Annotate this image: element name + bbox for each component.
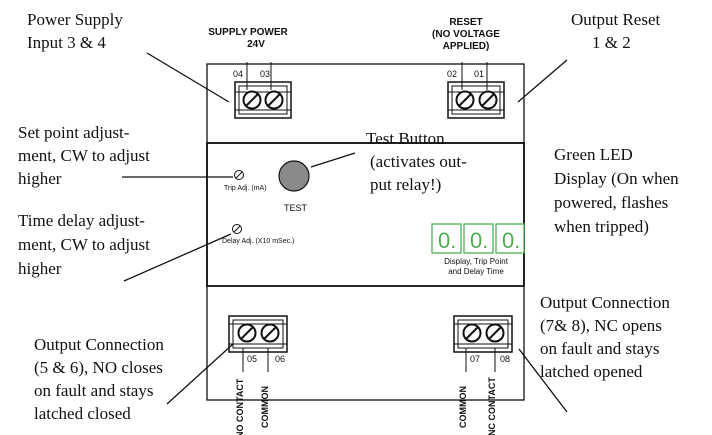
reset-header: RESET [449,17,482,28]
svg-text:latched closed: latched closed [34,404,131,423]
svg-text:higher: higher [18,259,62,278]
common-left-label: COMMON [260,386,270,428]
led-digit-box [463,223,494,254]
callout-output-reset: Output Reset 1 & 2 [571,10,661,52]
svg-text:Input 3 & 4: Input 3 & 4 [27,33,106,52]
terminal-08-label: 08 [500,354,510,364]
svg-text:higher: higher [18,169,62,188]
delay-adj-label: Delay Adj. (X10 mSec.) [222,238,294,245]
nc-contact-label: NC CONTACT [487,377,497,435]
trip-adj-potentiometer-icon[interactable] [234,170,244,180]
svg-text:(activates out-: (activates out- [370,152,467,171]
common-right-label: COMMON [458,386,468,428]
svg-text:Output Connection: Output Connection [540,293,670,312]
svg-text:ment, CW to adjust: ment, CW to adjust [18,146,150,165]
terminal-05-label: 05 [247,354,257,364]
led-digit-box [495,223,525,254]
svg-text:Output Reset: Output Reset [571,10,661,29]
svg-text:Output Connection: Output Connection [34,335,164,354]
led-digit: 0. [470,228,488,253]
delay-adj-potentiometer-icon[interactable] [232,224,242,234]
led-digit-box [431,223,462,254]
test-button-label: TEST [284,203,308,213]
callout-time-delay: Time delay adjust- ment, CW to adjust hi… [18,211,150,278]
callout-power-supply: Power Supply Input 3 & 4 [27,10,123,52]
terminal-block-reset [447,62,505,119]
screw-icon [455,90,475,110]
screw-icon [485,323,505,343]
trip-adj-label: Trip Adj. (mA) [224,185,267,192]
svg-text:powered, flashes: powered, flashes [554,193,668,212]
svg-text:ment, CW to adjust: ment, CW to adjust [18,235,150,254]
svg-text:latched opened: latched opened [540,362,643,381]
reset-header-line2: (NO VOLTAGE [432,29,500,40]
svg-text:Test Button: Test Button [366,129,445,148]
svg-text:Time delay adjust-: Time delay adjust- [18,211,145,230]
terminal-block-no-contact [228,315,288,372]
svg-text:Display (On when: Display (On when [554,169,679,188]
callout-test-button: Test Button (activates out- put relay!) [366,129,467,194]
svg-text:(5 & 6), NO closes: (5 & 6), NO closes [34,358,163,377]
terminal-02-label: 02 [447,69,457,79]
front-panel [206,142,525,287]
svg-text:Power Supply: Power Supply [27,10,123,29]
display-caption-line1: Display, Trip Point [444,257,509,266]
svg-text:on fault and stays: on fault and stays [34,381,153,400]
terminal-block-supply [234,62,292,119]
svg-text:(7& 8), NC opens: (7& 8), NC opens [540,316,662,335]
led-digit: 0. [438,228,456,253]
led-display: 0. 0. 0. [431,223,525,254]
screw-icon [462,323,482,343]
screw-icon [478,90,498,110]
test-button[interactable] [278,160,310,192]
callout-set-point: Set point adjust- ment, CW to adjust hig… [18,123,150,188]
display-caption-line2: and Delay Time [448,267,504,276]
terminal-06-label: 06 [275,354,285,364]
screw-icon [237,323,257,343]
screw-icon [260,323,280,343]
svg-text:put relay!): put relay!) [370,175,441,194]
terminal-04-label: 04 [233,69,243,79]
terminal-07-label: 07 [470,354,480,364]
svg-text:Set point adjust-: Set point adjust- [18,123,130,142]
led-digit: 0. [502,228,520,253]
supply-power-header: SUPPLY POWER [208,27,288,38]
screw-icon [264,90,284,110]
svg-text:when tripped): when tripped) [554,217,649,236]
reset-header-line3: APPLIED) [443,41,490,52]
no-contact-label: NO CONTACT [235,378,245,435]
supply-power-voltage: 24V [247,39,265,50]
terminal-01-label: 01 [474,69,484,79]
terminal-03-label: 03 [260,69,270,79]
svg-text:on fault and stays: on fault and stays [540,339,659,358]
leader-lines [122,52,568,413]
svg-text:1 & 2: 1 & 2 [592,33,631,52]
screw-icon [242,90,262,110]
callout-green-led: Green LED Display (On when powered, flas… [554,145,679,236]
callout-output-nc: Output Connection (7& 8), NC opens on fa… [540,293,670,381]
terminal-block-nc-contact [453,315,513,372]
svg-text:Green LED: Green LED [554,145,633,164]
callout-output-no: Output Connection (5 & 6), NO closes on … [34,335,164,423]
